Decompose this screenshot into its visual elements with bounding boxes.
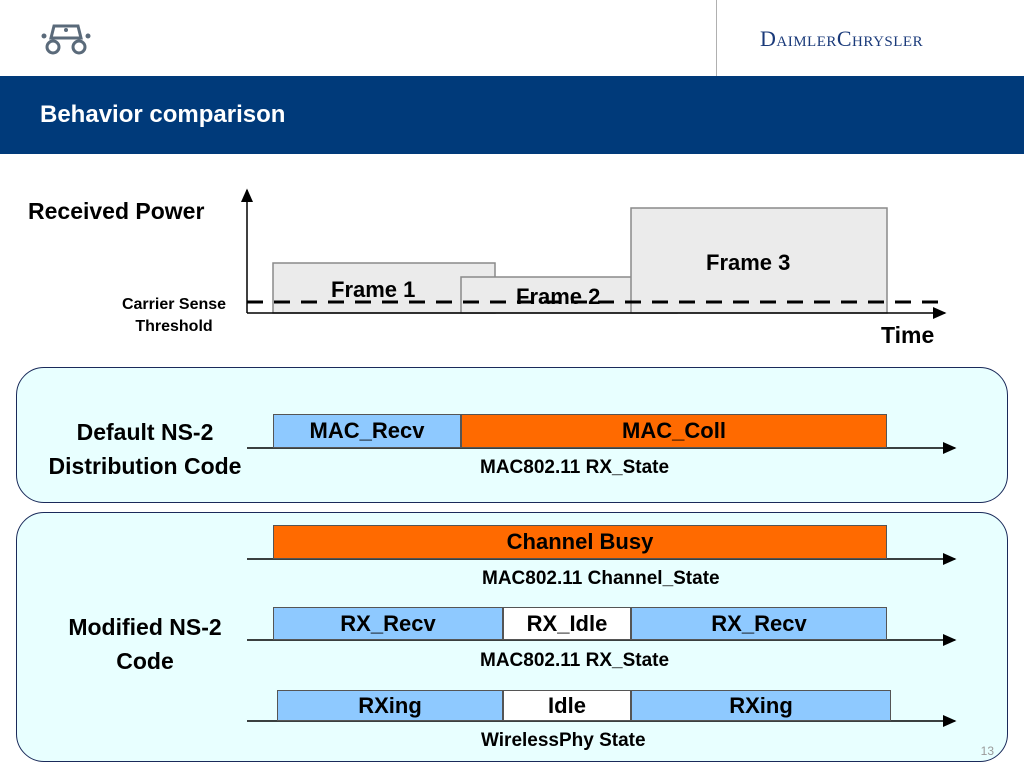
mac-recv-segment: MAC_Recv — [273, 414, 461, 448]
threshold-label-line2: Threshold — [135, 318, 213, 335]
title-bar — [0, 76, 1024, 154]
frame-2-label: Frame 2 — [516, 284, 601, 309]
default-code-label-line1: Default NS-2 — [76, 419, 214, 445]
modified-code-label-line1: Modified NS-2 — [68, 614, 222, 640]
phy-state-caption: WirelessPhy State — [481, 730, 646, 751]
y-axis-label: Received Power — [28, 198, 205, 224]
x-axis-label: Time — [881, 322, 935, 348]
threshold-label: Carrier Sense Threshold — [100, 294, 248, 338]
vehicle-logo-icon — [41, 24, 91, 55]
page-number: 13 — [980, 744, 994, 758]
modified-rx-state-caption: MAC802.11 RX_State — [480, 650, 670, 671]
default-code-label-line2: Distribution Code — [48, 453, 242, 479]
rx-idle-segment: RX_Idle — [503, 607, 631, 640]
channel-state-caption: MAC802.11 Channel_State — [482, 568, 720, 589]
default-rx-state-caption: MAC802.11 RX_State — [480, 457, 670, 478]
brand-logo: DaimlerChrysler — [760, 26, 924, 51]
frame-1-label: Frame 1 — [331, 277, 416, 302]
rx-recv-segment-2: RX_Recv — [631, 607, 887, 640]
modified-code-label-line2: Code — [116, 648, 174, 674]
channel-busy-segment: Channel Busy — [273, 525, 887, 559]
phy-idle-segment: Idle — [503, 690, 631, 721]
frame-3-label: Frame 3 — [706, 250, 791, 275]
rxing-segment-2: RXing — [631, 690, 891, 721]
modified-code-label: Modified NS-2 Code — [30, 610, 260, 678]
mac-coll-segment: MAC_Coll — [461, 414, 887, 448]
default-code-label: Default NS-2 Distribution Code — [20, 415, 270, 483]
rx-recv-segment-1: RX_Recv — [273, 607, 503, 640]
rxing-segment-1: RXing — [277, 690, 503, 721]
threshold-label-line1: Carrier Sense — [121, 296, 227, 313]
slide-title: Behavior comparison — [40, 101, 286, 128]
frame-3-box — [630, 207, 888, 314]
header-divider — [716, 0, 717, 76]
